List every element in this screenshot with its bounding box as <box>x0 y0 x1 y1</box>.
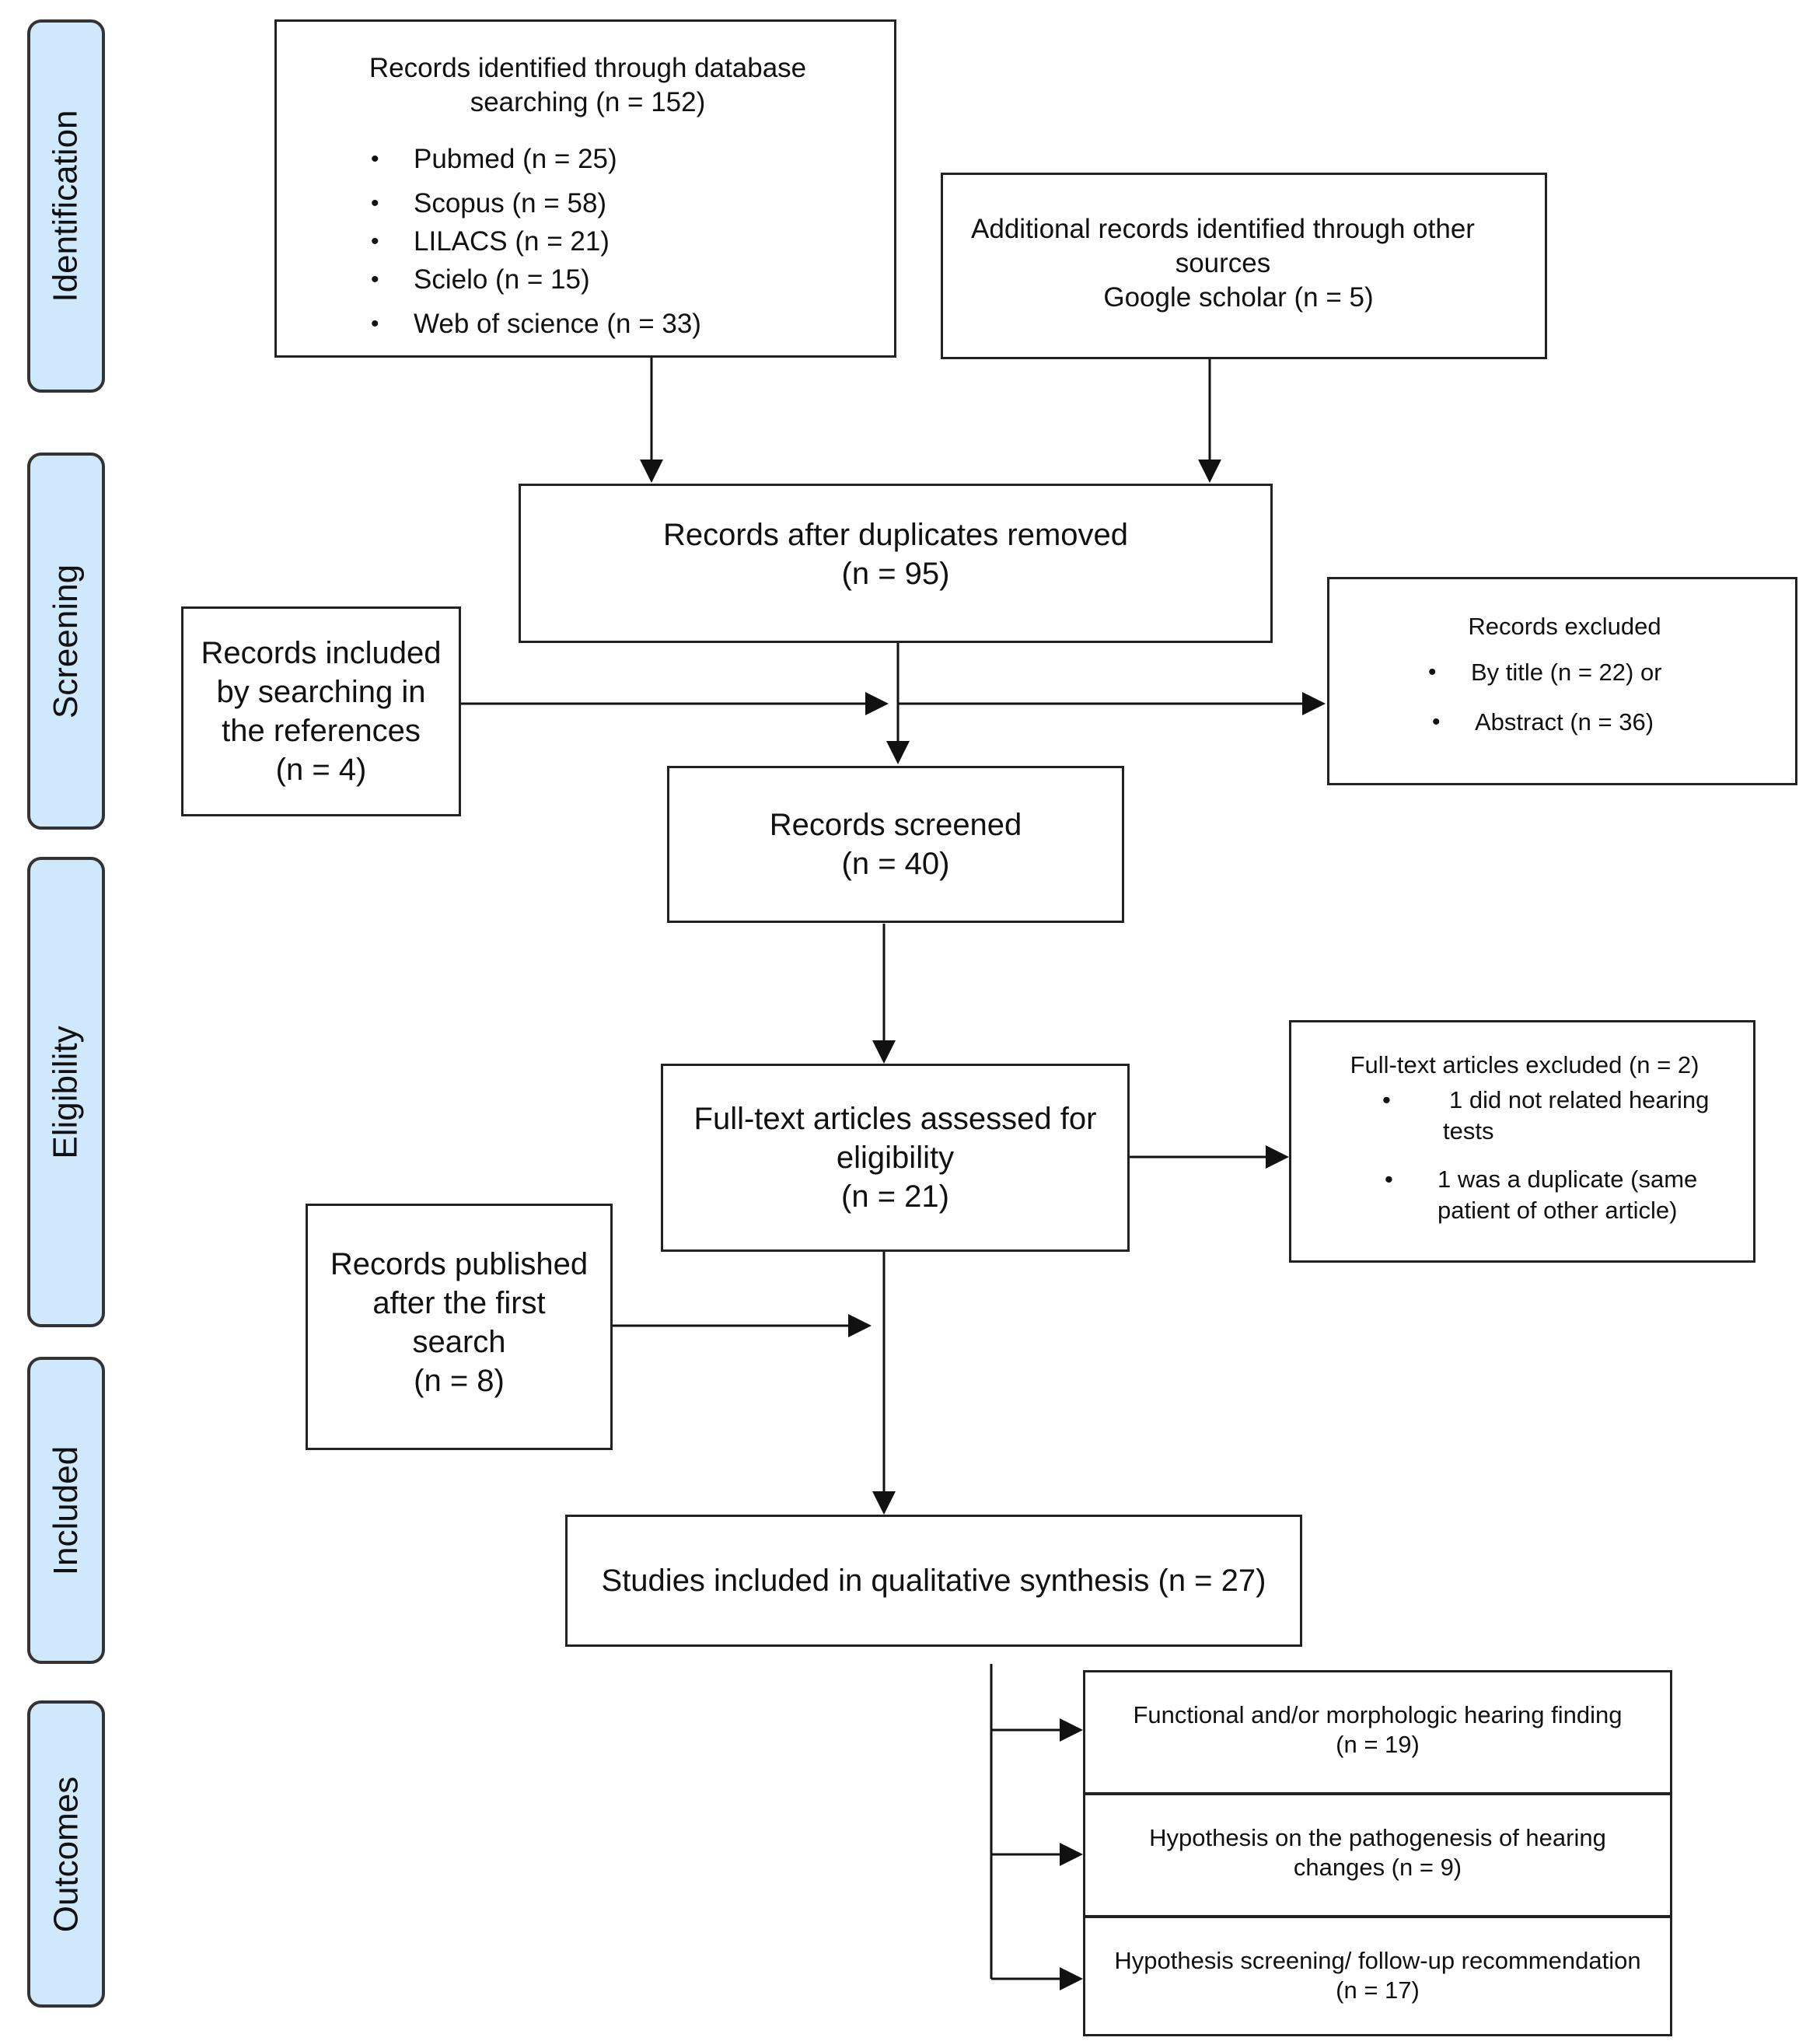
studies-included-box: Studies included in qualitative synthesi… <box>565 1515 1302 1647</box>
outcome-box-pathogenesis: Hypothesis on the pathogenesis of hearin… <box>1083 1793 1672 1917</box>
references-line-2: by searching in <box>216 675 426 709</box>
reason-2-line-1: 1 was a duplicate (same <box>1437 1166 1698 1193</box>
reason-1-line-2: tests <box>1443 1117 1494 1145</box>
database-search-box: Records identified through database sear… <box>274 19 896 358</box>
reason-1-line-1: 1 did not related hearing <box>1449 1086 1710 1113</box>
references-box: Records included by searching in the ref… <box>181 606 461 816</box>
published-after-box: Records published after the first search… <box>306 1204 613 1450</box>
published-after-line-2: after the first <box>372 1286 546 1320</box>
excluded-by-title: By title (n = 22) or <box>1428 648 1661 697</box>
studies-included-label: Studies included in qualitative synthesi… <box>601 1564 1266 1598</box>
phase-outcomes-label: Outcomes <box>47 1776 86 1932</box>
bullet-icon: • <box>1382 1086 1391 1113</box>
fulltext-excluded-box: Full-text articles excluded (n = 2) • 1 … <box>1289 1020 1755 1263</box>
duplicates-removed-count: (n = 95) <box>841 557 950 591</box>
published-after-line-1: Records published <box>330 1247 589 1281</box>
fulltext-assessed-line-1: Full-text articles assessed for <box>693 1102 1097 1136</box>
published-after-count: (n = 8) <box>414 1364 505 1398</box>
references-count: (n = 4) <box>275 753 367 787</box>
phase-identification-label: Identification <box>47 110 85 302</box>
phase-eligibility: Eligibility <box>27 857 105 1327</box>
records-excluded-list: By title (n = 22) or Abstract (n = 36) <box>1428 648 1662 747</box>
other-sources-line-2: sources <box>1175 248 1271 278</box>
database-item-lilacs: LILACS (n = 21) <box>371 219 701 264</box>
fulltext-excluded-reason-2: • 1 was a duplicate (same patient of oth… <box>1385 1164 1698 1226</box>
fulltext-assessed-box: Full-text articles assessed for eligibil… <box>661 1064 1130 1252</box>
records-screened-box: Records screened (n = 40) <box>667 766 1124 923</box>
fulltext-excluded-title: Full-text articles excluded (n = 2) <box>1350 1051 1699 1078</box>
phase-screening: Screening <box>27 453 105 830</box>
records-screened-label: Records screened <box>769 808 1022 842</box>
phase-outcomes: Outcomes <box>27 1700 105 2008</box>
records-screened-count: (n = 40) <box>841 847 950 881</box>
duplicates-removed-box: Records after duplicates removed (n = 95… <box>519 484 1273 643</box>
phase-included-label: Included <box>47 1445 86 1575</box>
outcome-1-count: (n = 19) <box>1336 1731 1420 1758</box>
other-sources-line-1: Additional records identified through ot… <box>971 214 1475 244</box>
outcome-3-label: Hypothesis screening/ follow-up recommen… <box>1114 1947 1641 1974</box>
fulltext-assessed-line-2: eligibility <box>836 1141 955 1175</box>
outcome-box-hearing-finding: Functional and/or morphologic hearing fi… <box>1083 1670 1672 1795</box>
records-excluded-title: Records excluded <box>1468 613 1661 640</box>
phase-screening-label: Screening <box>47 564 86 718</box>
db-search-heading-2: searching (n = 152) <box>470 87 706 117</box>
database-item-web-of-science: Web of science (n = 33) <box>371 302 701 346</box>
phase-identification: Identification <box>27 19 105 393</box>
outcome-3-count: (n = 17) <box>1336 1976 1420 2004</box>
outcome-2-count: changes (n = 9) <box>1293 1854 1462 1881</box>
duplicates-removed-label: Records after duplicates removed <box>662 518 1129 552</box>
outcome-2-label: Hypothesis on the pathogenesis of hearin… <box>1149 1824 1606 1851</box>
phase-included: Included <box>27 1357 105 1664</box>
references-line-1: Records included <box>201 636 442 670</box>
database-item-scielo: Scielo (n = 15) <box>371 257 701 302</box>
db-search-heading-1: Records identified through database <box>369 53 807 83</box>
phase-eligibility-label: Eligibility <box>47 1025 86 1159</box>
references-line-3: the references <box>222 714 421 748</box>
records-excluded-box: Records excluded By title (n = 22) or Ab… <box>1327 577 1797 785</box>
outcome-1-label: Functional and/or morphologic hearing fi… <box>1133 1701 1623 1728</box>
other-sources-box: Additional records identified through ot… <box>941 173 1547 359</box>
database-item-scopus: Scopus (n = 58) <box>371 181 701 225</box>
outcome-box-screening-followup: Hypothesis screening/ follow-up recommen… <box>1083 1916 1672 2036</box>
bullet-icon: • <box>1385 1166 1393 1193</box>
database-list: Pubmed (n = 25) Scopus (n = 58) LILACS (… <box>371 137 701 346</box>
published-after-line-3: search <box>412 1325 506 1359</box>
fulltext-excluded-reason-1: • 1 did not related hearing tests <box>1382 1085 1710 1147</box>
excluded-by-abstract: Abstract (n = 36) <box>1432 697 1662 747</box>
fulltext-assessed-count: (n = 21) <box>841 1180 949 1214</box>
reason-2-line-2: patient of other article) <box>1437 1197 1678 1224</box>
database-item-pubmed: Pubmed (n = 25) <box>371 137 701 181</box>
other-sources-google-scholar: Google scholar (n = 5) <box>1103 282 1374 313</box>
